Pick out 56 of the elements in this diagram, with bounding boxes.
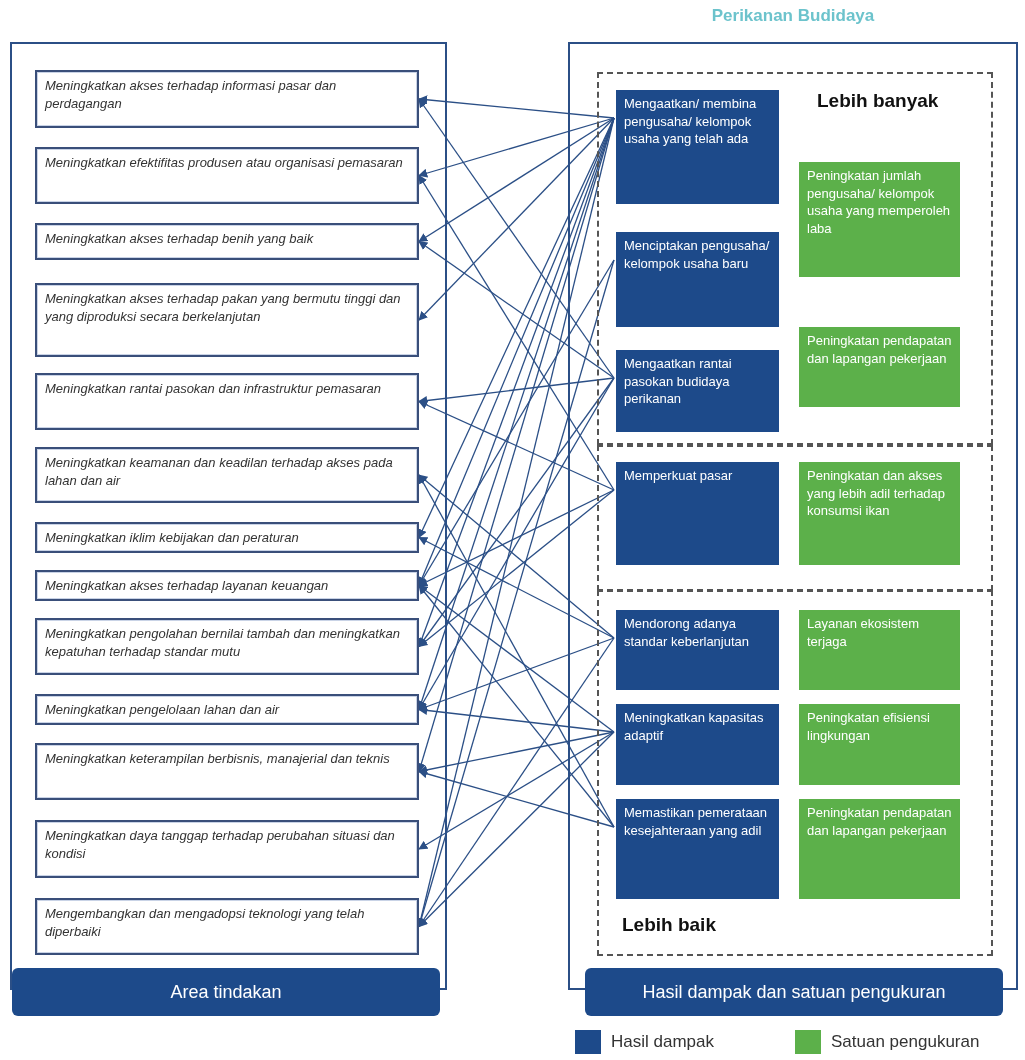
arrow <box>418 536 615 639</box>
arrow <box>418 174 615 491</box>
arrow <box>418 731 615 850</box>
action-box: Meningkatkan rantai pasokan dan infrastruktur pemasaran <box>35 373 419 430</box>
measure-box: Peningkatan jumlah pengusaha/ kelompok usaha yang memperoleh laba <box>799 162 960 277</box>
region-heading: Lebih banyak <box>817 90 940 113</box>
arrow <box>418 400 615 491</box>
measure-box: Peningkatan efisiensi lingkungan <box>799 704 960 785</box>
panel <box>568 6 1018 1016</box>
measure-box: Peningkatan pendapatan dan lapangan pekerjaan <box>799 799 960 899</box>
panel-heading: Area tindakan <box>12 968 440 1016</box>
action-box: Meningkatkan daya tanggap terhadap perubahan situasi dan kondisi <box>35 820 419 878</box>
panel-heading: Hasil dampak dan satuan pengukuran <box>585 968 1003 1016</box>
panel-title: Perikanan Budidaya <box>710 6 876 27</box>
dashed-region <box>597 445 993 591</box>
action-box: Meningkatkan keterampilan berbisnis, manajerial dan teknis <box>35 743 419 800</box>
arrow <box>418 489 615 587</box>
action-box: Meningkatkan akses terhadap pakan yang bermutu tinggi dan yang diproduksi secara berkelanjutan <box>35 283 419 357</box>
legend-label: Satuan pengukuran <box>831 1032 980 1052</box>
action-box: Meningkatkan keamanan dan keadilan terhadap akses pada lahan dan air <box>35 447 419 503</box>
arrow <box>418 731 615 928</box>
dashed-region <box>597 72 993 445</box>
arrow <box>418 769 615 828</box>
action-box: Meningkatkan efektifitas produsen atau organisasi pemasaran <box>35 147 419 204</box>
arrow <box>418 98 615 379</box>
arrow <box>418 584 615 733</box>
outcome-box: Mendorong adanya standar keberlanjutan <box>616 610 779 690</box>
legend-label: Hasil dampak <box>611 1032 714 1052</box>
action-box: Meningkatkan pengelolaan lahan dan air <box>35 694 419 725</box>
arrow <box>418 117 615 321</box>
action-box: Meningkatkan iklim kebijakan dan peraturan <box>35 522 419 553</box>
measure-box: Peningkatan dan akses yang lebih adil terhadap konsumsi ikan <box>799 462 960 565</box>
arrow <box>418 117 615 243</box>
outcome-box: Mengaatkan/ membina pengusaha/ kelompok usaha yang telah ada <box>616 90 779 204</box>
outcome-box: Meningkatkan kapasitas adaptif <box>616 704 779 785</box>
outcome-box: Mengaatkan rantai pasokan budidaya perikanan <box>616 350 779 432</box>
outcome-box: Memperkuat pasar <box>616 462 779 565</box>
action-box: Mengembangkan dan mengadopsi teknologi yang telah diperbaiki <box>35 898 419 955</box>
arrow <box>418 731 615 775</box>
arrow <box>418 95 615 119</box>
measure-box: Layanan ekosistem terjaga <box>799 610 960 690</box>
dashed-region <box>597 590 993 956</box>
arrow <box>418 240 615 379</box>
action-box: Meningkatkan akses terhadap benih yang baik <box>35 223 419 260</box>
arrow <box>418 377 615 406</box>
action-box: Meningkatkan akses terhadap informasi pasar dan perdagangan <box>35 70 419 128</box>
arrow <box>418 705 615 733</box>
action-box: Meningkatkan akses terhadap layanan keuangan <box>35 570 419 601</box>
region-heading: Lebih baik <box>622 914 717 937</box>
outcome-box: Menciptakan pengusaha/ kelompok usaha baru <box>616 232 779 327</box>
action-box: Meningkatkan pengolahan bernilai tambah dan meningkatkan kepatuhan terhadap standar mutu <box>35 618 419 675</box>
panel <box>10 42 447 1016</box>
measure-box: Peningkatan pendapatan dan lapangan pekerjaan <box>799 327 960 407</box>
arrow <box>418 637 615 711</box>
arrow <box>418 117 615 178</box>
outcome-box: Memastikan pemerataan kesejahteraan yang adil <box>616 799 779 899</box>
